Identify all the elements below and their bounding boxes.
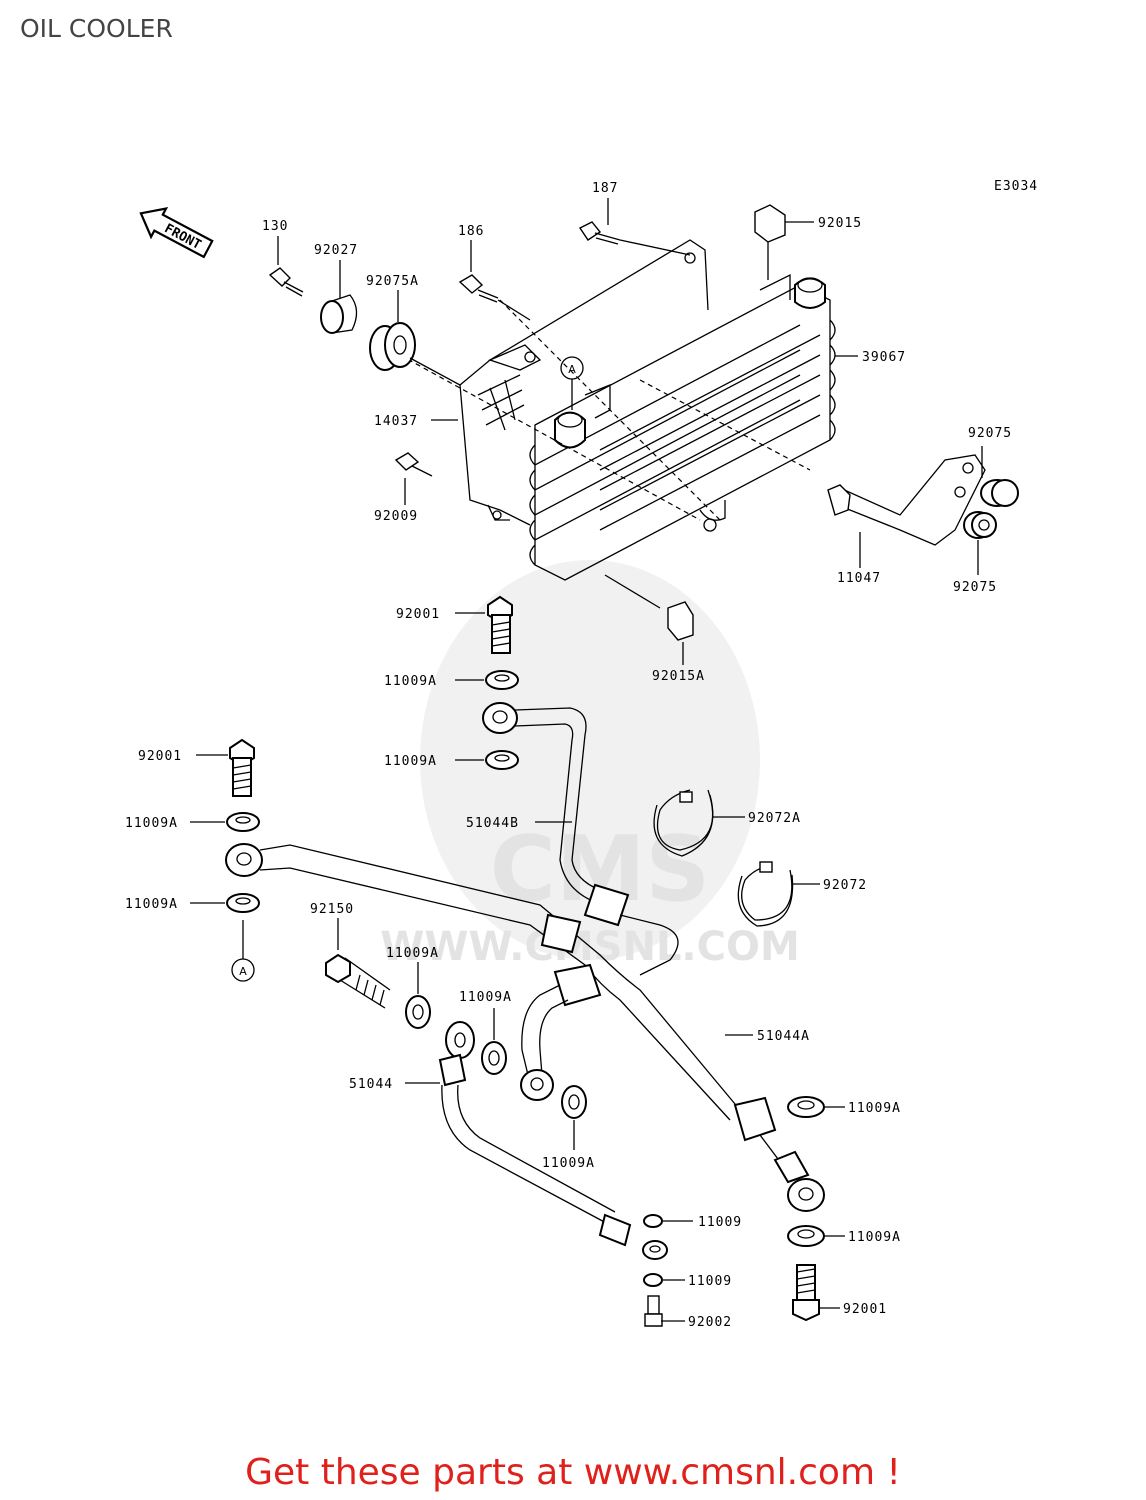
washer-right-1 <box>787 1096 825 1118</box>
diagram-code: E3034 <box>994 179 1038 194</box>
washer-small-1 <box>643 1214 663 1228</box>
label-187: 187 <box>592 181 618 196</box>
washer-right-2 <box>787 1225 825 1247</box>
leader-lines <box>190 198 983 1322</box>
label-11009A-1: 11009A <box>384 674 437 689</box>
label-92150: 92150 <box>310 902 354 917</box>
union-bolt-92150-part <box>325 953 391 1009</box>
bolt-186-part <box>458 274 531 321</box>
bolt-130-part <box>268 267 304 297</box>
label-11009A-8: 11009A <box>542 1156 595 1171</box>
label-11009A-2: 11009A <box>384 754 437 769</box>
watermark: CMS WWW.CMSNL.COM <box>380 560 800 970</box>
label-92027: 92027 <box>314 243 358 258</box>
label-130: 130 <box>262 219 288 234</box>
oil-cooler-core-part <box>399 273 836 581</box>
clip-92015-part <box>754 204 786 280</box>
page-title: OIL COOLER <box>20 14 173 43</box>
label-92015A: 92015A <box>652 669 705 684</box>
bracket-11047-part <box>827 454 986 546</box>
washer-middle-2 <box>481 1041 507 1075</box>
grommet-92075-upper-part <box>980 479 1019 507</box>
collar-92027-part <box>320 294 358 334</box>
label-92072: 92072 <box>823 878 867 893</box>
footer-link[interactable]: Get these parts at www.cmsnl.com ! <box>245 1452 901 1493</box>
label-51044: 51044 <box>349 1077 393 1092</box>
label-51044B: 51044B <box>466 816 519 831</box>
label-11009-2: 11009 <box>688 1274 732 1289</box>
label-11047: 11047 <box>837 571 881 586</box>
banjo-bolt-92001-upper-part <box>487 595 513 654</box>
ref-marker-a-top: A <box>560 356 584 410</box>
banjo-bolt-92001-right-part <box>792 1264 820 1322</box>
washer-left-2 <box>226 893 260 913</box>
ref-marker-a-bottom-label: A <box>239 965 247 978</box>
grommet-92075A-part <box>369 322 461 386</box>
hose-51044A-part <box>225 843 825 1212</box>
label-92015: 92015 <box>818 216 862 231</box>
label-11009A-3: 11009A <box>125 816 178 831</box>
label-92001-left: 92001 <box>138 749 182 764</box>
clamp-92072A-part <box>653 789 714 857</box>
clamp-92072-part <box>737 861 794 927</box>
ref-marker-a-top-label: A <box>568 363 576 376</box>
washer-middle-1 <box>405 995 431 1029</box>
grommet-92075-lower-part <box>963 511 997 539</box>
label-11009A-9: 11009A <box>848 1230 901 1245</box>
label-14037: 14037 <box>374 414 418 429</box>
hose-51044-part <box>438 963 668 1260</box>
banjo-bolt-92001-left-part <box>229 738 255 797</box>
label-92001-upper: 92001 <box>396 607 440 622</box>
washer-left-1 <box>226 812 260 832</box>
label-92075-lower: 92075 <box>953 580 997 595</box>
oil-cooler-diagram: CMS WWW.CMSNL.COM E3034 FRONT <box>125 179 1038 1330</box>
label-92001-right: 92001 <box>843 1302 887 1317</box>
ref-marker-a-bottom: A <box>231 920 255 982</box>
hose-51044B-part <box>482 702 679 976</box>
label-92002: 92002 <box>688 1315 732 1330</box>
washer-middle-3 <box>561 1085 587 1119</box>
label-11009A-5: 11009A <box>386 946 439 961</box>
bolt-187-part <box>578 221 691 256</box>
screw-92009-part <box>394 452 433 477</box>
label-11009-1: 11009 <box>698 1215 742 1230</box>
washer-upper-1 <box>485 670 519 690</box>
clip-92015A-part <box>604 574 694 641</box>
front-arrow-icon: FRONT <box>139 207 214 259</box>
label-92072A: 92072A <box>748 811 801 826</box>
part-labels: 187 92015 130 92027 186 92075A 39067 140… <box>125 181 1012 1330</box>
label-186: 186 <box>458 224 484 239</box>
bolt-92002-part <box>644 1295 663 1327</box>
label-51044A: 51044A <box>757 1029 810 1044</box>
label-92075A: 92075A <box>366 274 419 289</box>
label-11009A-4: 11009A <box>125 897 178 912</box>
bracket-plate-part <box>459 239 709 526</box>
label-11009A-6: 11009A <box>459 990 512 1005</box>
washer-upper-2 <box>485 750 519 770</box>
label-92009: 92009 <box>374 509 418 524</box>
label-39067: 39067 <box>862 350 906 365</box>
label-11009A-7: 11009A <box>848 1101 901 1116</box>
label-92075-upper: 92075 <box>968 426 1012 441</box>
washer-small-2 <box>643 1273 663 1287</box>
